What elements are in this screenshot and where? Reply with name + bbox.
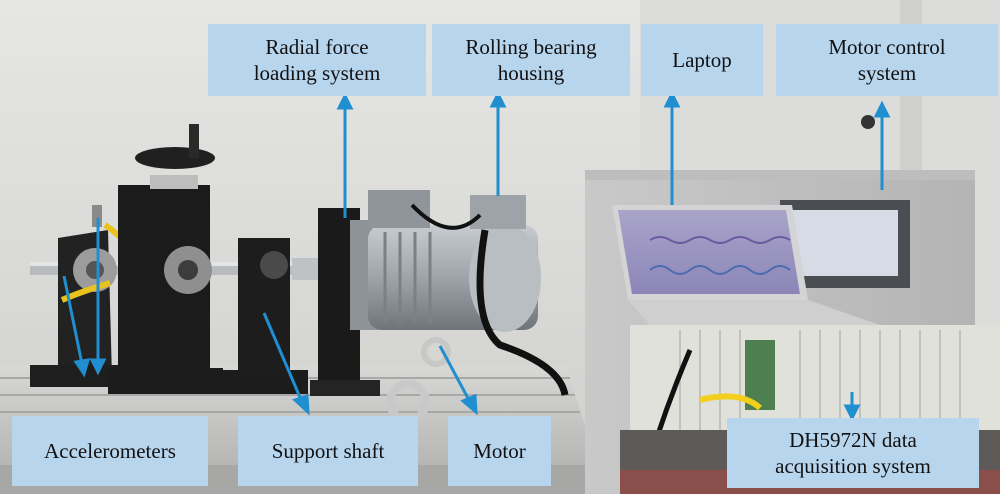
label-motor-control-system: Motor control system: [776, 24, 998, 96]
arrowhead-accelerometer-2: [73, 358, 91, 378]
arrowhead-accelerometer-1: [89, 358, 107, 376]
arrow-support-shaft: [262, 312, 304, 403]
label-rolling-bearing-housing: Rolling bearing housing: [432, 24, 630, 96]
arrowhead-radial-force: [336, 92, 354, 110]
arrowhead-support-shaft: [292, 393, 310, 416]
label-accelerometers: Accelerometers: [12, 416, 208, 486]
arrow-motor: [438, 345, 472, 403]
arrowhead-motor: [460, 393, 478, 416]
arrowhead-laptop: [663, 90, 681, 108]
label-daq-system: DH5972N data acquisition system: [727, 418, 979, 488]
arrowhead-rolling-bearing: [489, 90, 507, 108]
arrowhead-motor-control: [873, 100, 891, 118]
arrow-accelerometer-2: [62, 275, 84, 365]
label-laptop: Laptop: [641, 24, 763, 96]
label-support-shaft: Support shaft: [238, 416, 418, 486]
label-motor: Motor: [448, 416, 551, 486]
label-radial-force-loading-system: Radial force loading system: [208, 24, 426, 96]
arrowhead-daq: [843, 404, 861, 422]
